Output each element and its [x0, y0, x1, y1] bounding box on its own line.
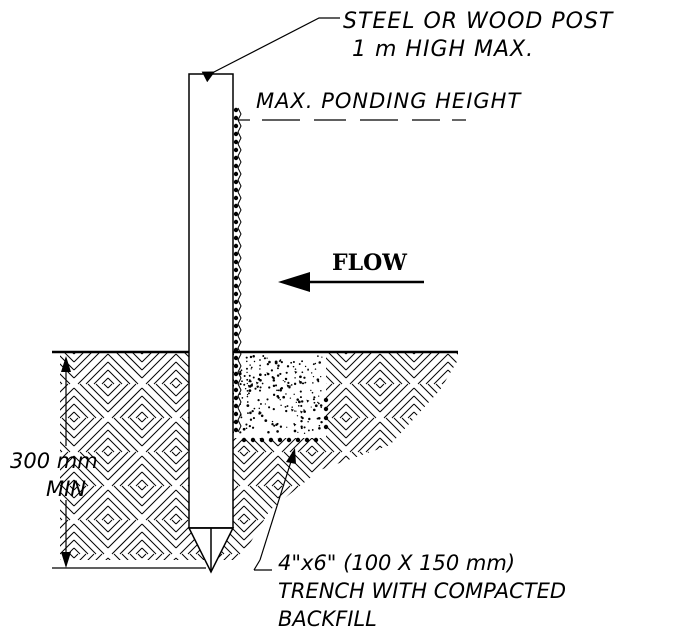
post-label-line1: STEEL OR WOOD POST — [343, 9, 614, 34]
depth-label-line1: 300 mm — [10, 449, 98, 473]
filter-fabric — [233, 107, 329, 443]
depth-label-line2: MIN — [46, 477, 86, 501]
post-label-line2: 1 m HIGH MAX. — [352, 37, 534, 62]
trench-label-line1: 4"x6" (100 X 150 mm) — [278, 551, 515, 575]
flow-label: FLOW — [332, 250, 407, 276]
trench-label-line2: TRENCH WITH COMPACTED — [278, 579, 566, 603]
post-leader — [201, 17, 340, 83]
trench-label-line3: BACKFILL — [278, 607, 377, 631]
flow-arrow-icon — [278, 272, 424, 292]
post — [187, 73, 235, 574]
trench-leader — [253, 448, 296, 571]
depth-dimension — [52, 356, 206, 569]
trench-backfill — [234, 352, 326, 438]
ponding-label: MAX. PONDING HEIGHT — [256, 89, 522, 113]
